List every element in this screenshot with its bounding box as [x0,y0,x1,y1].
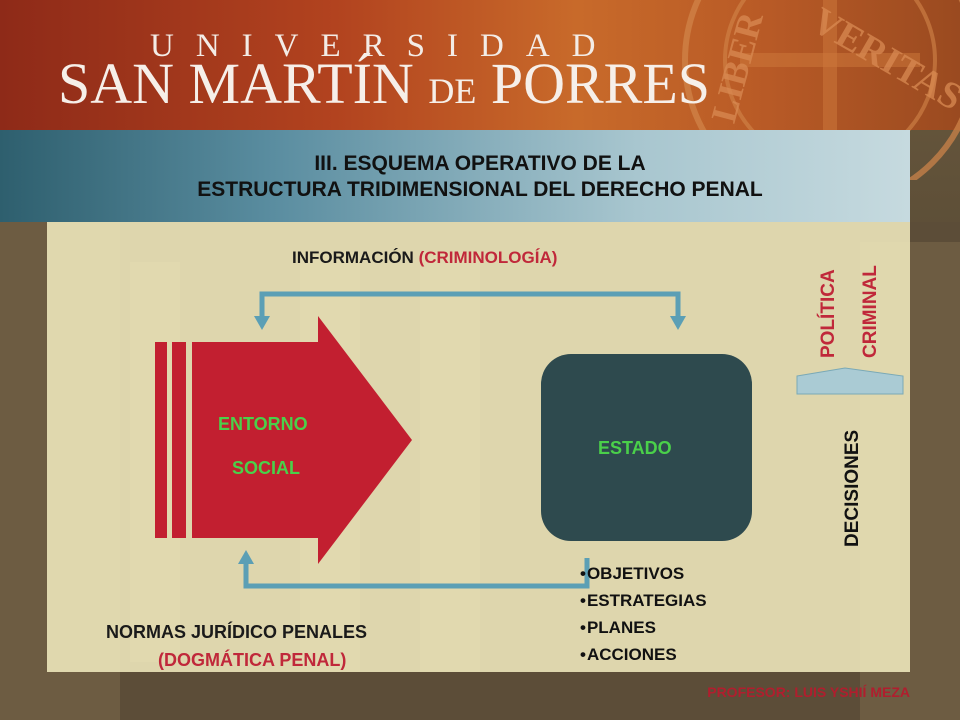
estado-label: ESTADO [598,438,672,458]
list-item: ACCIONES [580,641,707,668]
information-label: INFORMACIÓN (CRIMINOLOGÍA) [292,248,557,268]
politica-criminal-arrow-icon [796,367,904,395]
title-line-2: ESTRUCTURA TRIDIMENSIONAL DEL DERECHO PE… [197,178,763,201]
estado-box [541,354,752,541]
normas-arrowhead-icon [238,550,254,564]
university-name-part1: SAN MARTÍN [58,51,414,116]
university-seal-icon: VERITAS LIBER [682,0,960,180]
information-arrowhead-right-icon [670,316,686,330]
information-label-criminologia: (CRIMINOLOGÍA) [418,248,558,267]
estado-outputs-list: OBJETIVOS ESTRATEGIAS PLANES ACCIONES [580,560,707,668]
header-banner: VERITAS LIBER UNIVERSIDAD SAN MARTÍN DE … [0,0,960,180]
criminal-label: CRIMINAL [860,265,881,358]
list-item: PLANES [580,614,707,641]
entorno-social-arrow [155,316,412,564]
university-name-part2: PORRES [490,51,711,116]
information-connector [259,291,681,318]
professor-credit: PROFESOR: LUIS YSHIÍ MEZA [707,684,910,700]
university-label: UNIVERSIDAD [150,28,618,64]
title-line-1: III. ESQUEMA OPERATIVO DE LA [314,152,646,175]
politica-label: POLÍTICA [817,269,839,358]
dogmatica-label: (DOGMÁTICA PENAL) [158,650,347,670]
list-item: ESTRATEGIAS [580,587,707,614]
title-bar: III. ESQUEMA OPERATIVO DE LA ESTRUCTURA … [0,130,910,222]
information-label-main: INFORMACIÓN [292,248,414,267]
entorno-label: ENTORNO [218,414,308,434]
information-arrowhead-left-icon [254,316,270,330]
normas-label: NORMAS JURÍDICO PENALES [106,622,368,642]
university-name: SAN MARTÍN DE PORRES [58,50,710,117]
social-label: SOCIAL [232,458,301,478]
list-item: OBJETIVOS [580,560,707,587]
university-name-de: DE [428,71,477,111]
normas-connector [243,558,590,589]
content-panel [47,222,910,672]
decisiones-label: DECISIONES [842,430,863,547]
